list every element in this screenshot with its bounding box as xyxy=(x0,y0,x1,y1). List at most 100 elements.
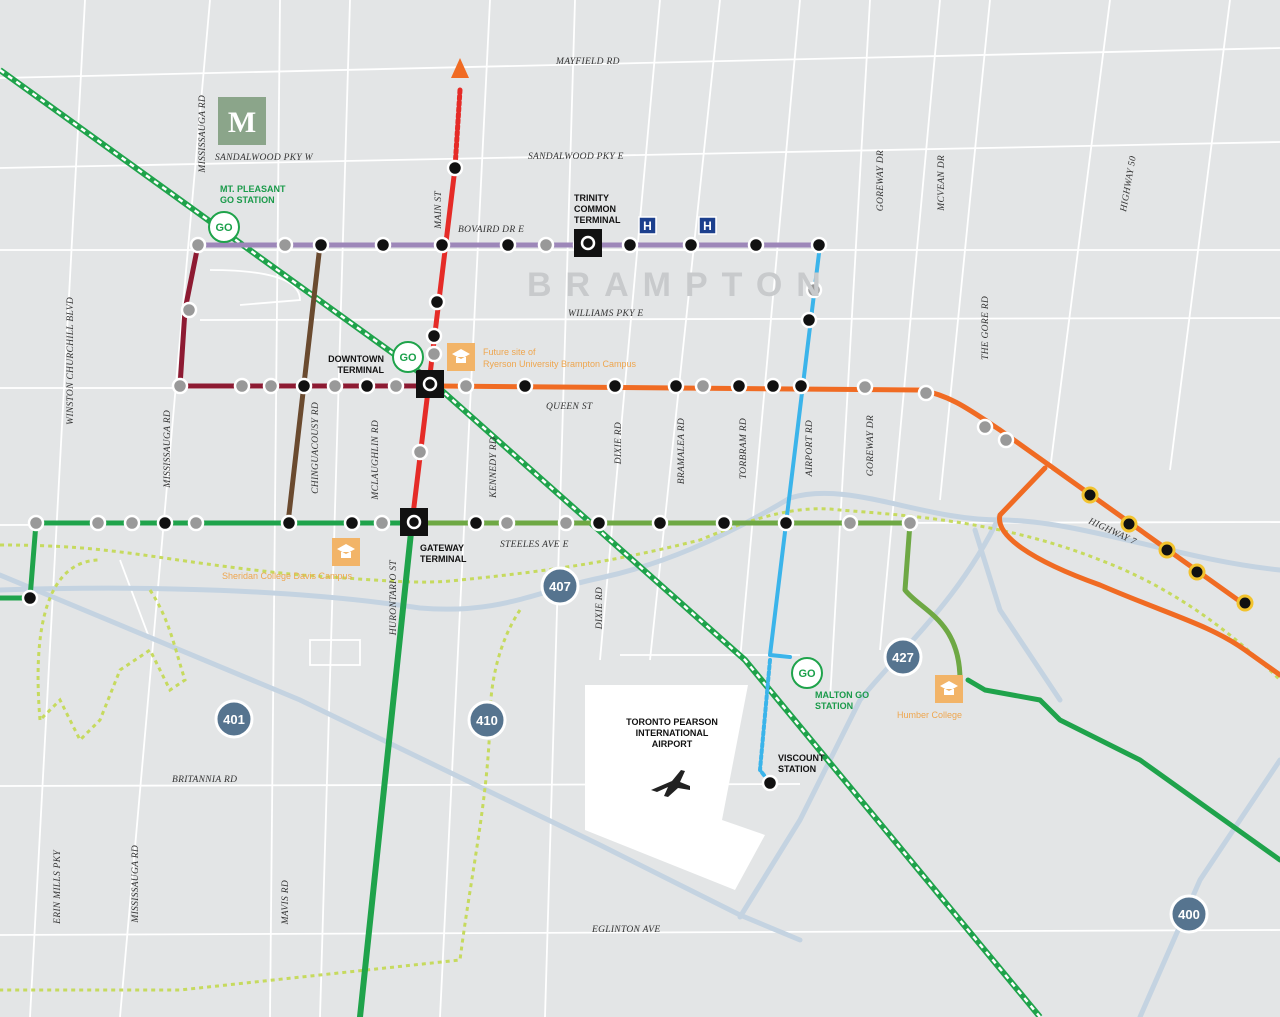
road-label-williams: WILLIAMS PKY E xyxy=(568,309,643,319)
go-icon xyxy=(392,341,424,373)
svg-text:INTERNATIONAL: INTERNATIONAL xyxy=(636,728,709,738)
campus-icon-sheridan xyxy=(332,538,360,566)
highway-shield-400: 400 xyxy=(1169,894,1209,934)
label-downtown-2: TERMINAL xyxy=(338,365,385,375)
svg-text:H: H xyxy=(643,219,652,233)
road-label-hurontario: HURONTARIO ST xyxy=(389,560,399,637)
go-station-downtown: GO xyxy=(392,341,424,373)
orange-line-highway7 xyxy=(997,465,1280,678)
svg-text:427: 427 xyxy=(892,650,914,665)
label-downtown-1: DOWNTOWN xyxy=(328,354,384,364)
label-ryerson-1: Future site of xyxy=(483,347,536,357)
road-label-winston-churchill: WINSTON CHURCHILL BLVD xyxy=(66,297,76,425)
road-label-dixie-bot: DIXIE RD xyxy=(595,587,605,630)
road-label-airport: AIRPORT RD xyxy=(805,420,815,477)
road-label-mississauga-top: MISSISSAUGA RD xyxy=(198,95,208,174)
trails xyxy=(0,507,1280,992)
campus-labels: Future site of Ryerson University Brampt… xyxy=(222,347,962,720)
hospital-icon-2: H xyxy=(698,216,717,235)
road-label-mississauga-mid: MISSISSAUGA RD xyxy=(163,410,173,489)
highway-shield-401: 401 xyxy=(214,699,254,739)
label-trinity-1: TRINITY xyxy=(574,193,609,203)
go-icon xyxy=(791,657,823,689)
label-trinity-2: COMMON xyxy=(574,204,616,214)
go-icon xyxy=(208,211,240,243)
road-label-goreway-mid: GOREWAY DR xyxy=(866,415,876,476)
svg-text:TORONTO PEARSON: TORONTO PEARSON xyxy=(626,717,718,727)
road-label-erin-mills: ERIN MILLS PKY xyxy=(53,849,63,925)
go-station-malton: GO xyxy=(791,657,823,689)
label-gateway-2: TERMINAL xyxy=(420,554,467,564)
label-viscount-2: STATION xyxy=(778,764,816,774)
road-label-torbram: TORBRAM RD xyxy=(739,418,749,479)
north-arrow-icon xyxy=(451,58,469,78)
downtown-terminal-icon xyxy=(416,370,444,398)
road-label-eglinton: EGLINTON AVE xyxy=(591,925,661,935)
red-line-extension xyxy=(452,87,463,171)
highway-shield-427: 427 xyxy=(883,637,923,677)
highway-shield-410: 410 xyxy=(467,700,507,740)
logo: M xyxy=(218,97,266,145)
graduation-cap-icon xyxy=(452,349,470,363)
logo-badge xyxy=(218,97,266,145)
svg-text:407: 407 xyxy=(549,579,571,594)
road-label-britannia: BRITANNIA RD xyxy=(172,775,237,785)
lightgreen-line-steeles xyxy=(409,520,963,683)
label-gateway-1: GATEWAY xyxy=(420,543,464,553)
road-label-mississauga-bot: MISSISSAUGA RD xyxy=(131,845,141,924)
label-sheridan: Sheridan College Davis Campus xyxy=(222,571,353,581)
label-viscount-1: VISCOUNT xyxy=(778,753,825,763)
road-label-mclaughlin: MCLAUGHLIN RD xyxy=(371,420,381,501)
road-label-sandalwood-e: SANDALWOOD PKY E xyxy=(528,152,624,162)
label-mt-pleasant-1: MT. PLEASANT xyxy=(220,184,286,194)
road-label-goreway-top: GOREWAY DR xyxy=(876,150,886,211)
station-labels: TRINITY COMMON TERMINAL DOWNTOWN TERMINA… xyxy=(220,184,869,774)
road-label-mayfield: MAYFIELD RD xyxy=(555,57,620,67)
highway-shields: 407 410 401 427 400 xyxy=(214,566,1209,934)
svg-text:401: 401 xyxy=(223,712,245,727)
stops xyxy=(21,159,1254,792)
road-label-queen: QUEEN ST xyxy=(546,402,593,412)
svg-text:AIRPORT: AIRPORT xyxy=(652,739,693,749)
campus-icon-ryerson xyxy=(447,343,475,371)
svg-text:H: H xyxy=(703,219,712,233)
label-ryerson-2: Ryerson University Brampton Campus xyxy=(483,359,637,369)
green-line-hurontario xyxy=(357,520,415,1017)
svg-text:GO: GO xyxy=(399,352,417,364)
svg-text:M: M xyxy=(228,106,256,139)
go-station-mt-pleasant: GO xyxy=(208,211,240,243)
svg-text:GO: GO xyxy=(798,668,816,680)
road-label-mavis: MAVIS RD xyxy=(281,880,291,925)
city-label: BRAMPTON xyxy=(527,266,835,304)
road-label-bovaird: BOVAIRD DR E xyxy=(458,225,524,235)
red-line-main xyxy=(409,165,458,526)
road-label-the-gore: THE GORE RD xyxy=(981,296,991,360)
airplane-icon xyxy=(651,770,690,797)
label-malton-2: STATION xyxy=(815,701,853,711)
road-label-chinguacousy: CHINGUACOUSY RD xyxy=(311,402,321,494)
svg-text:410: 410 xyxy=(476,713,498,728)
label-humber: Humber College xyxy=(897,710,962,720)
terminal-icons xyxy=(400,229,602,536)
airport-label: TORONTO PEARSON INTERNATIONAL AIRPORT xyxy=(626,717,718,749)
road-label-sandalwood-w: SANDALWOOD PKY W xyxy=(215,153,314,163)
road-label-bramalea: BRAMALEA RD xyxy=(677,418,687,484)
road-label-mcvean: MCVEAN DR xyxy=(937,155,947,212)
graduation-cap-icon xyxy=(337,544,355,558)
green-line-east xyxy=(965,677,1280,863)
graduation-cap-icon xyxy=(940,681,958,695)
svg-text:GO: GO xyxy=(215,222,233,234)
hospital-icon-1: H xyxy=(638,216,657,235)
road-label-steeles: STEELES AVE E xyxy=(500,540,569,550)
road-label-dixie-top: DIXIE RD xyxy=(614,422,624,465)
highway-shield-407: 407 xyxy=(540,566,580,606)
campus-icon-humber xyxy=(935,675,963,703)
road-label-kennedy: KENNEDY RD xyxy=(489,437,499,499)
gateway-terminal-icon xyxy=(400,508,428,536)
label-malton-1: MALTON GO xyxy=(815,690,869,700)
label-mt-pleasant-2: GO STATION xyxy=(220,195,275,205)
trinity-terminal-icon xyxy=(574,229,602,257)
road-label-main: MAIN ST xyxy=(434,191,444,230)
